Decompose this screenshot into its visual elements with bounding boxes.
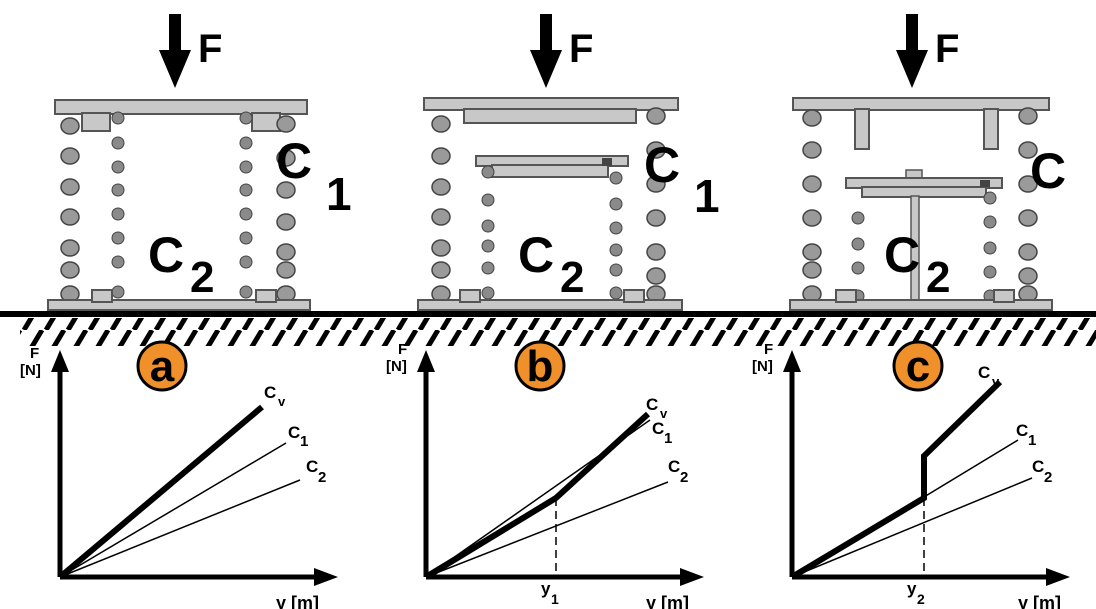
curve-label-c2: C bbox=[1032, 457, 1044, 476]
svg-text:v: v bbox=[992, 374, 1000, 389]
intermediate-plate bbox=[475, 155, 629, 178]
force-arrow: F bbox=[896, 14, 959, 88]
graph-b: F [N] y [m] y 1 C v C 1 C 2 bbox=[386, 341, 704, 609]
badge-b: b bbox=[514, 340, 566, 392]
inner-spring-right bbox=[609, 171, 623, 300]
graph-c: F [N] y [m] y 2 C v C 1 C 2 bbox=[752, 341, 1070, 609]
curve-cv bbox=[424, 411, 651, 580]
top-plate bbox=[423, 97, 679, 124]
y-axis-label: F bbox=[398, 341, 407, 358]
force-arrow: F bbox=[159, 14, 222, 88]
curve-label-cv: C bbox=[978, 363, 990, 382]
curve-label-c1: C bbox=[288, 423, 300, 442]
force-label: F bbox=[569, 27, 593, 71]
inner-spring-left bbox=[481, 165, 495, 300]
curve-c2 bbox=[59, 479, 301, 578]
outer-spring-right bbox=[1018, 107, 1038, 303]
svg-text:1: 1 bbox=[326, 168, 352, 220]
svg-text:2: 2 bbox=[917, 591, 925, 607]
svg-text:2: 2 bbox=[680, 469, 688, 486]
breakpoint-label: y bbox=[541, 579, 551, 598]
spring-inner-label: C 2 bbox=[884, 227, 950, 302]
svg-text:2: 2 bbox=[926, 253, 950, 302]
svg-text:C: C bbox=[518, 227, 554, 283]
top-plate bbox=[54, 99, 308, 132]
top-plate bbox=[792, 97, 1050, 150]
graph-a: F [N] y [m] C v C 1 C 2 bbox=[20, 345, 338, 609]
curve-c2 bbox=[425, 481, 669, 578]
curve-label-cv: C bbox=[264, 383, 276, 402]
inner-spring-right bbox=[239, 111, 253, 299]
inner-spring-right bbox=[983, 191, 997, 303]
y-axis-unit: [N] bbox=[20, 362, 41, 379]
x-axis-label: y [m] bbox=[646, 593, 689, 609]
spring-outer-label: C 1 bbox=[644, 137, 720, 222]
x-axis-label: y [m] bbox=[276, 593, 319, 609]
x-axis-label: y [m] bbox=[1018, 593, 1061, 609]
panel-a: F bbox=[47, 14, 352, 311]
outer-spring-left bbox=[802, 109, 822, 303]
outer-spring-left bbox=[431, 115, 451, 303]
svg-text:C: C bbox=[276, 133, 312, 189]
ground bbox=[0, 311, 1096, 346]
base-plate bbox=[417, 289, 683, 311]
svg-text:C: C bbox=[644, 137, 680, 193]
curve-c2 bbox=[791, 477, 1033, 578]
svg-text:v: v bbox=[660, 406, 668, 421]
spring-inner-label: C 2 bbox=[148, 227, 214, 302]
inner-spring-left bbox=[851, 211, 865, 303]
curve-cv bbox=[790, 379, 1003, 580]
breakpoint-label: y bbox=[907, 579, 917, 598]
inner-spring-left bbox=[111, 111, 125, 299]
curve-label-c1: C bbox=[1016, 421, 1028, 440]
svg-text:v: v bbox=[278, 394, 286, 409]
svg-text:1: 1 bbox=[300, 433, 308, 450]
force-label: F bbox=[198, 27, 222, 71]
panel-b: F bbox=[417, 14, 720, 311]
svg-text:C: C bbox=[884, 227, 920, 283]
curve-label-c2: C bbox=[668, 457, 680, 476]
svg-text:C: C bbox=[1030, 143, 1066, 199]
y-axis-label: F bbox=[764, 341, 773, 358]
svg-text:2: 2 bbox=[560, 253, 584, 302]
outer-spring-right bbox=[646, 107, 666, 303]
spring-inner-label: C 2 bbox=[518, 227, 584, 302]
base-plate bbox=[47, 289, 311, 311]
svg-text:1: 1 bbox=[551, 591, 559, 607]
svg-text:2: 2 bbox=[190, 253, 214, 302]
curve-label-c2: C bbox=[306, 457, 318, 476]
y-axis-unit: [N] bbox=[752, 358, 773, 375]
svg-text:1: 1 bbox=[664, 430, 672, 447]
svg-text:2: 2 bbox=[1044, 469, 1052, 486]
force-label: F bbox=[935, 27, 959, 71]
svg-text:1: 1 bbox=[1028, 432, 1036, 449]
svg-text:a: a bbox=[150, 342, 175, 391]
base-plate bbox=[789, 289, 1053, 311]
svg-text:2: 2 bbox=[318, 469, 326, 486]
svg-text:1: 1 bbox=[694, 170, 720, 222]
svg-text:c: c bbox=[906, 342, 930, 391]
intermediate-plate bbox=[845, 169, 1003, 303]
curve-label-cv: C bbox=[646, 395, 658, 414]
y-axis-label: F bbox=[30, 345, 39, 362]
force-arrow: F bbox=[530, 14, 593, 88]
curve-label-c1: C bbox=[652, 419, 664, 438]
spring-outer-label: C bbox=[1030, 143, 1066, 199]
badge-c: c bbox=[892, 340, 944, 392]
svg-text:b: b bbox=[527, 342, 554, 391]
curve-c1 bbox=[59, 442, 287, 578]
spring-outer-label: C 1 bbox=[276, 133, 352, 220]
curve-cv bbox=[58, 404, 264, 580]
svg-text:C: C bbox=[148, 227, 184, 283]
badge-a: a bbox=[136, 340, 188, 392]
outer-spring-left bbox=[60, 117, 80, 303]
panel-c: F bbox=[789, 14, 1066, 311]
y-axis-unit: [N] bbox=[386, 358, 407, 375]
